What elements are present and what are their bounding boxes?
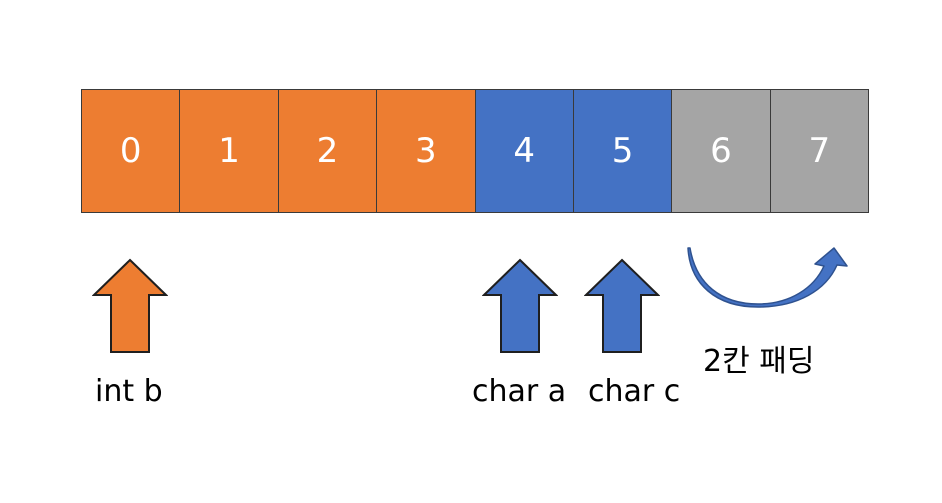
char-c-label: char c bbox=[588, 374, 681, 409]
char-a-label: char a bbox=[472, 374, 567, 409]
char-c-up-arrow-icon bbox=[584, 258, 660, 353]
int-b-up-arrow-icon bbox=[92, 258, 168, 353]
byte-cell-1: 1 bbox=[179, 89, 279, 213]
byte-cell-4: 4 bbox=[474, 89, 574, 213]
byte-cell-2: 2 bbox=[277, 89, 378, 213]
memory-byte-row: 0 1 2 3 4 5 6 7 bbox=[81, 89, 869, 213]
int-b-label: int b bbox=[95, 374, 163, 409]
char-a-up-arrow-icon bbox=[482, 258, 558, 353]
padding-label: 2칸 패딩 bbox=[703, 344, 815, 379]
byte-cell-6: 6 bbox=[671, 89, 771, 213]
byte-cell-5: 5 bbox=[572, 89, 673, 213]
byte-cell-3: 3 bbox=[376, 89, 476, 213]
padding-curved-arrow-icon bbox=[687, 247, 848, 308]
byte-cell-7: 7 bbox=[769, 89, 869, 213]
byte-cell-0: 0 bbox=[81, 89, 181, 213]
